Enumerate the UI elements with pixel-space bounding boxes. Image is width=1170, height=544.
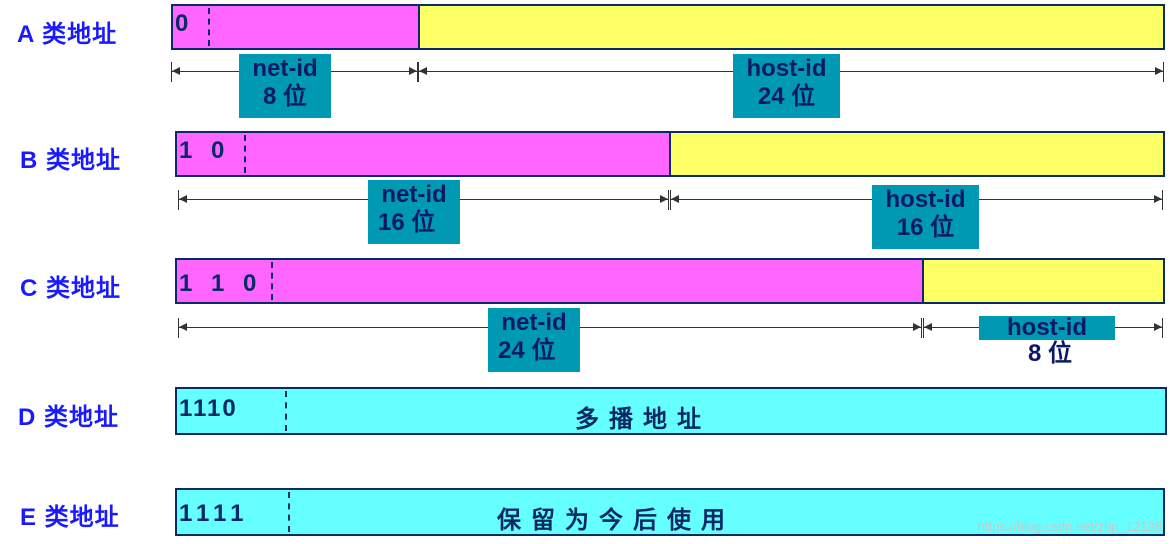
class-a-label: A 类地址 [17, 21, 118, 48]
class-c-host-segment [924, 260, 1163, 302]
class-b-net-label: net-id 16 位 [368, 180, 460, 244]
class-d-prefix-dash [285, 391, 287, 431]
class-a-host-label: host-id 24 位 [733, 54, 840, 118]
class-a-host-bits: 24 位 [757, 83, 816, 110]
class-c-host-name: host-id [1007, 314, 1087, 341]
class-c-host-bits: 8 位 [1027, 340, 1072, 367]
class-a-prefix: 0 [175, 10, 191, 37]
class-c-net-bits: 24 位 [498, 337, 556, 364]
class-a-host-segment [420, 6, 1163, 48]
class-e-prefix-dash [288, 492, 290, 532]
class-c-bar: 1 1 0 [175, 258, 1165, 304]
class-b-net-bits: 16 位 [378, 209, 436, 236]
class-d-text: 多播地址 [575, 406, 711, 433]
class-a-divider [418, 6, 420, 48]
class-c-divider [922, 260, 924, 302]
class-a-bar: 0 [171, 4, 1165, 50]
class-e-prefix: 1111 [179, 500, 249, 527]
class-b-divider [669, 133, 671, 175]
class-b-net-name: net-id [381, 181, 447, 208]
class-a-net-label: net-id 8 位 [239, 54, 331, 118]
class-c-prefix-dash [271, 262, 273, 300]
class-b-bar: 1 0 [175, 131, 1165, 177]
class-b-prefix-dash [244, 135, 246, 173]
class-d-prefix: 1110 [179, 395, 238, 422]
class-a-net-segment [173, 6, 418, 48]
class-d-bar: 1110 多播地址 [175, 387, 1167, 435]
class-a-net-name: net-id [252, 55, 318, 82]
class-a-prefix-dash [208, 8, 210, 46]
class-b-net-segment [177, 133, 669, 175]
class-c-label: C 类地址 [20, 275, 121, 302]
class-b-host-label: host-id 16 位 [872, 185, 979, 249]
class-e-label: E 类地址 [20, 504, 120, 531]
class-e-text: 保留为今后使用 [497, 507, 735, 534]
class-c-net-label: net-id 24 位 [488, 308, 580, 372]
class-a-net-bits: 8 位 [262, 83, 307, 110]
class-e-bar: 1111 保留为今后使用 [175, 488, 1165, 536]
class-b-label: B 类地址 [20, 147, 121, 174]
class-b-host-segment [671, 133, 1163, 175]
class-c-prefix: 1 1 0 [179, 270, 263, 297]
class-d-label: D 类地址 [18, 404, 119, 431]
class-a-host-name: host-id [746, 55, 827, 82]
class-b-prefix: 1 0 [179, 137, 231, 164]
class-c-host-label: host-id [979, 316, 1115, 340]
watermark: https://blog.csdn.net/zbp_12138 [977, 519, 1162, 534]
class-b-host-bits: 16 位 [896, 214, 955, 241]
class-c-net-segment [177, 260, 922, 302]
class-b-host-name: host-id [885, 186, 966, 213]
class-c-net-name: net-id [501, 309, 567, 336]
